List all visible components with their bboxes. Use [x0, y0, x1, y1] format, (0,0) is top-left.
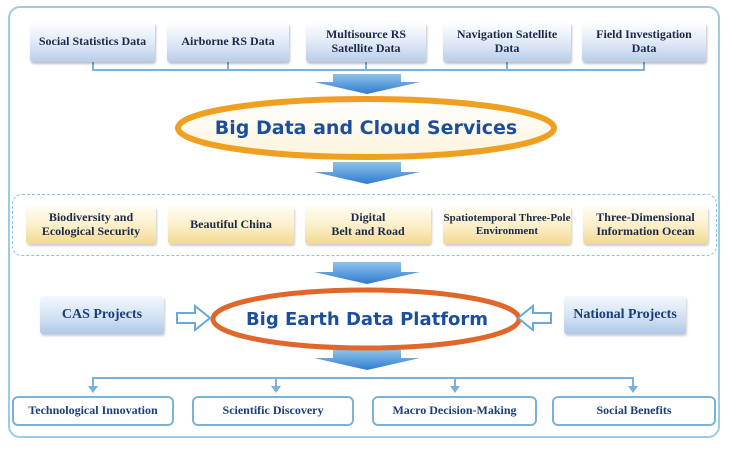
down-arrow-4: [314, 350, 420, 370]
applications-group: [12, 194, 717, 256]
outcome-bracket: [92, 377, 634, 389]
right-hollow-arrow-icon: [516, 303, 552, 333]
down-arrow-2: [314, 162, 420, 184]
outcome-arrowheads: [88, 386, 638, 393]
outcome-social-benefits: Social Benefits: [552, 396, 716, 426]
cloud-services-label: Big Data and Cloud Services: [214, 117, 518, 139]
app-biodiversity: Biodiversity and Ecological Security: [26, 206, 156, 244]
source-airborne-rs: Airborne RS Data: [167, 22, 289, 62]
app-digital-belt-road: Digital Belt and Road: [305, 206, 431, 244]
national-projects-box: National Projects: [564, 296, 686, 334]
app-beautiful-china: Beautiful China: [168, 206, 294, 244]
source-field-investigation: Field Investigation Data: [582, 22, 706, 62]
source-navigation-satellite: Navigation Satellite Data: [443, 22, 571, 62]
down-arrow-1: [314, 74, 420, 94]
cas-projects-box: CAS Projects: [40, 296, 164, 334]
diagram-frame: [8, 6, 720, 438]
cloud-services-ellipse: [175, 96, 557, 160]
down-arrow-3: [314, 262, 420, 284]
outcome-scientific-discovery: Scientific Discovery: [192, 396, 354, 426]
source-bracket: [92, 62, 645, 71]
platform-label: Big Earth Data Platform: [245, 308, 489, 330]
outcome-technological-innovation: Technological Innovation: [12, 396, 174, 426]
left-hollow-arrow-icon: [176, 303, 212, 333]
app-three-pole: Spatiotemporal Three-Pole Environment: [443, 206, 571, 244]
outcome-macro-decision-making: Macro Decision-Making: [372, 396, 537, 426]
app-information-ocean: Three-Dimensional Information Ocean: [583, 206, 708, 244]
source-social-statistics: Social Statistics Data: [30, 22, 155, 62]
source-multisource-rs: Multisource RS Satellite Data: [306, 22, 426, 62]
